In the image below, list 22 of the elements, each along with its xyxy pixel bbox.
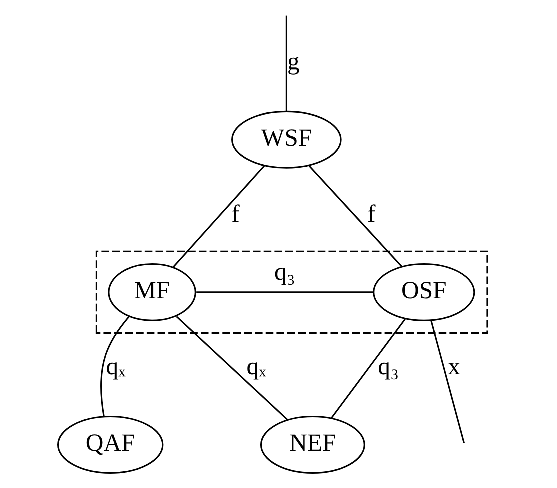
- connector: [285, 16, 287, 112]
- edge-label: q₃: [378, 354, 399, 381]
- node-ellipse: WSF: [231, 110, 342, 169]
- node-ellipse: MF: [108, 263, 196, 322]
- connector: [100, 316, 130, 417]
- node-ellipse: QAF: [57, 416, 164, 474]
- edge-label: x: [448, 354, 460, 381]
- connector: [308, 166, 402, 268]
- node-ellipse: OSF: [372, 263, 475, 322]
- edge-label: qₓ: [106, 354, 126, 381]
- connector: [330, 318, 406, 419]
- edge-label: g: [286, 48, 300, 76]
- connector: [430, 320, 464, 444]
- connector: [196, 292, 374, 294]
- connector: [172, 166, 265, 268]
- edge-label: f: [231, 201, 240, 228]
- cluster: [95, 250, 488, 334]
- edge-label: f: [367, 201, 376, 228]
- edge-label: qₓ: [246, 354, 266, 381]
- edge-label: q₃: [274, 258, 295, 286]
- node-ellipse: NEF: [260, 416, 365, 474]
- connector: [176, 316, 288, 421]
